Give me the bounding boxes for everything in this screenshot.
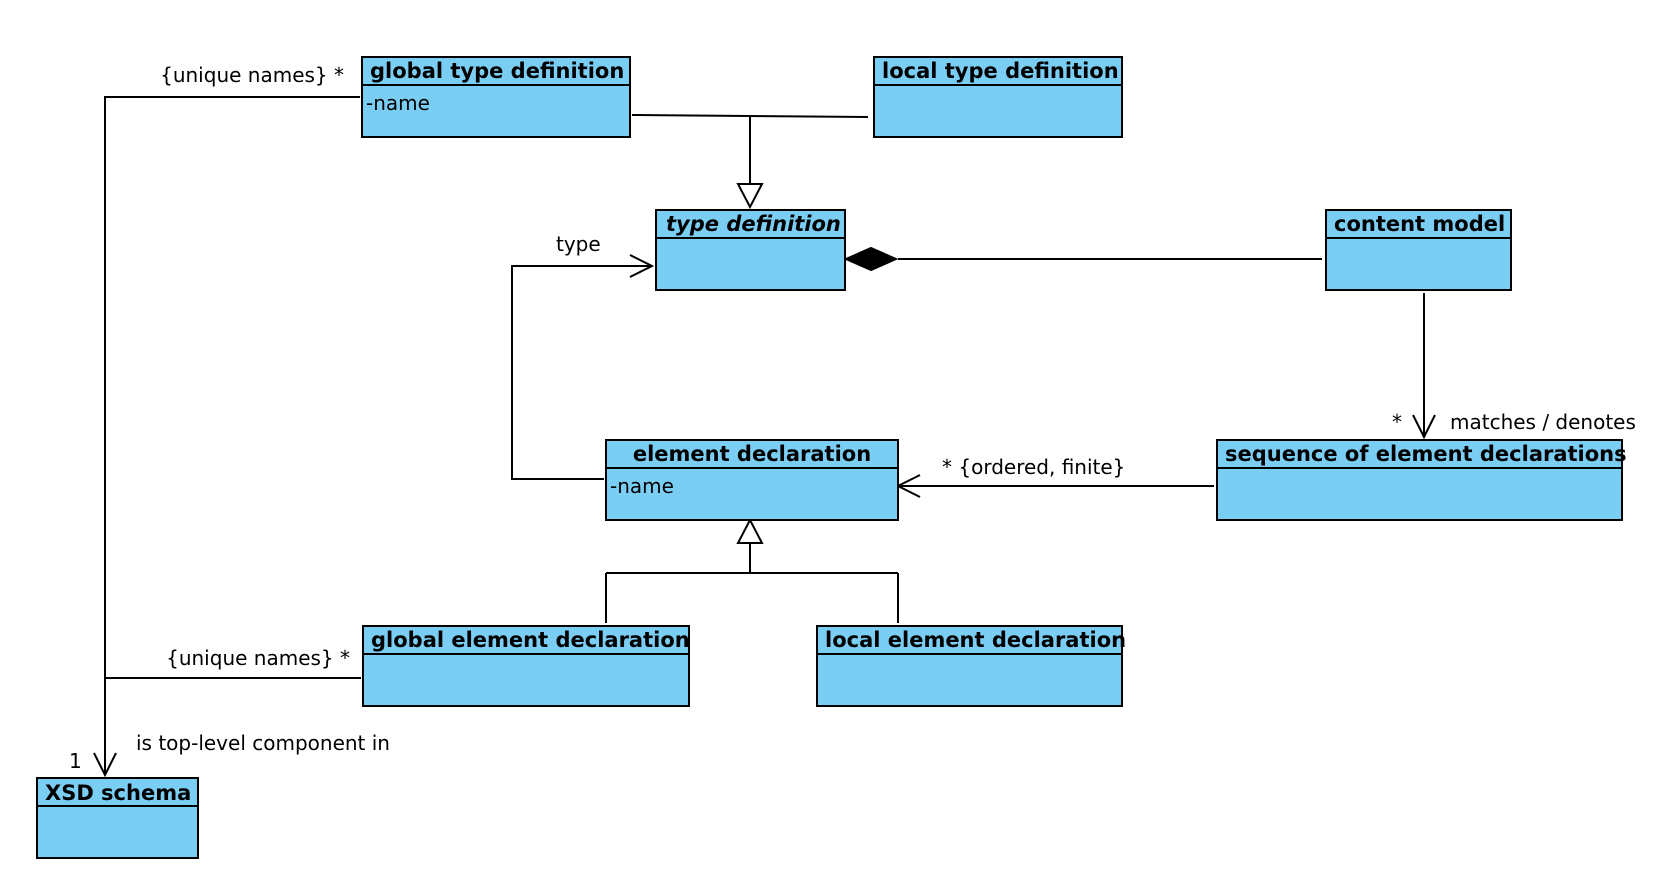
- type-association-edge: [511, 254, 655, 480]
- class-name: XSD schema: [45, 781, 191, 805]
- class-attribute: -name: [610, 474, 674, 498]
- generalization-arrow-icon: [736, 183, 764, 210]
- class-global-type-definition[interactable]: global type definition -name: [361, 56, 631, 138]
- class-attribute: -name: [366, 91, 430, 115]
- composition-diamond-icon: [843, 246, 899, 272]
- matches-multiplicity-label: *: [1392, 410, 1402, 434]
- class-local-type-definition[interactable]: local type definition: [873, 56, 1123, 138]
- top-level-role-label: is top-level component in: [136, 731, 390, 755]
- unique-names-types-label: {unique names} *: [160, 63, 344, 87]
- class-name: global element declaration: [371, 628, 690, 652]
- top-level-association-edge: [93, 96, 361, 778]
- composition-edge: [843, 246, 1322, 272]
- matches-role-label: matches / denotes: [1450, 410, 1636, 434]
- unique-names-elements-label: {unique names} *: [166, 646, 350, 670]
- class-type-definition[interactable]: type definition: [655, 209, 846, 291]
- class-element-declaration[interactable]: element declaration -name: [605, 439, 899, 521]
- class-name: element declaration: [633, 442, 871, 466]
- element-generalization-edge: [605, 517, 899, 623]
- matches-association-edge: [1412, 293, 1436, 440]
- class-sequence-of-element-declarations[interactable]: sequence of element declarations: [1216, 439, 1627, 521]
- schema-multiplicity-label: 1: [69, 749, 82, 773]
- class-name: local type definition: [882, 59, 1119, 83]
- generalization-arrow-icon: [736, 517, 764, 544]
- class-xsd-schema[interactable]: XSD schema: [36, 777, 199, 859]
- type-generalization-edge: [631, 114, 869, 210]
- class-name: type definition: [666, 212, 841, 236]
- class-name: sequence of element declarations: [1225, 442, 1627, 466]
- class-name: content model: [1334, 212, 1505, 236]
- class-name: global type definition: [370, 59, 624, 83]
- type-role-label: type: [556, 232, 601, 256]
- class-name: local element declaration: [825, 628, 1126, 652]
- class-local-element-declaration[interactable]: local element declaration: [816, 625, 1126, 707]
- class-content-model[interactable]: content model: [1325, 209, 1512, 291]
- class-global-element-declaration[interactable]: global element declaration: [362, 625, 690, 707]
- ordered-finite-label: * {ordered, finite}: [942, 455, 1125, 479]
